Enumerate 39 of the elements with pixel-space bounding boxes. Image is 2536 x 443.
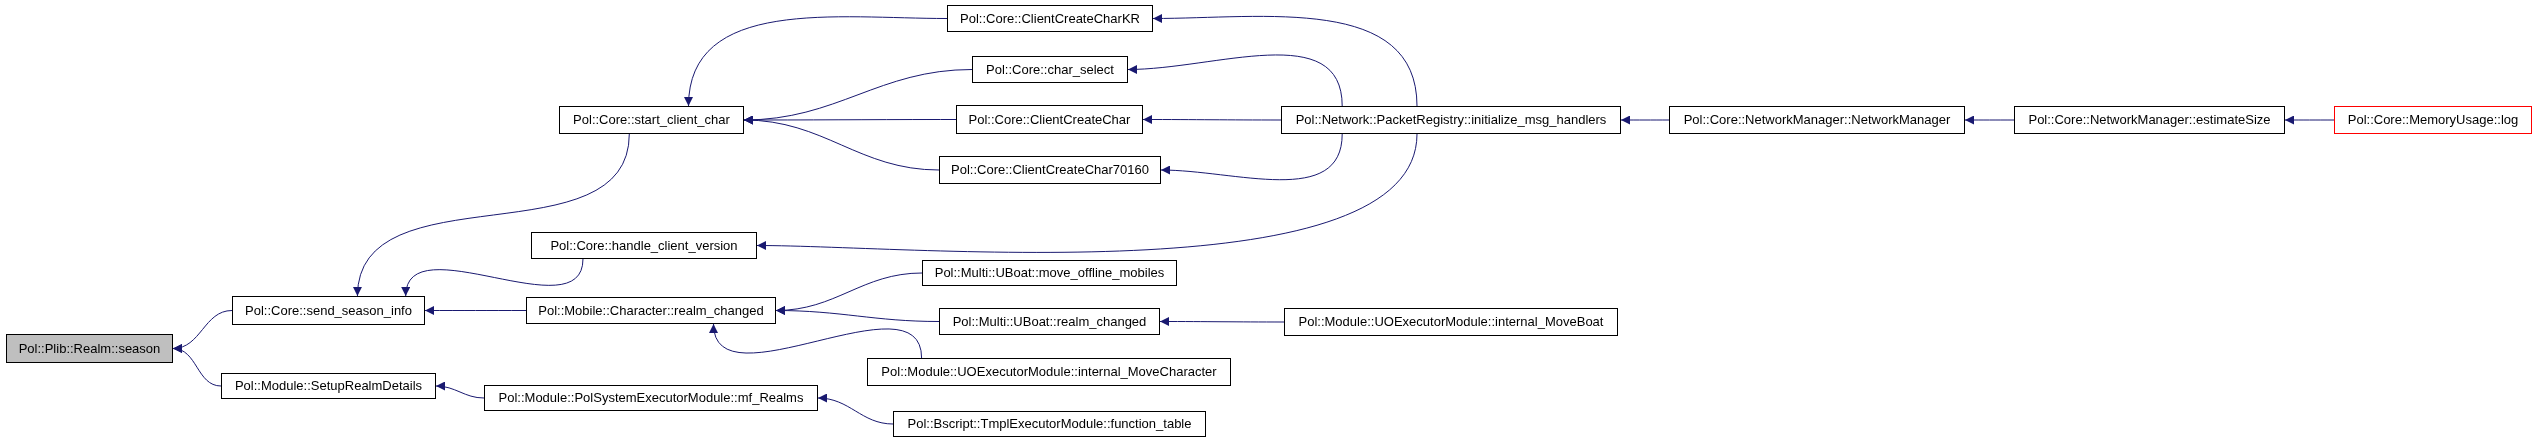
function-box: Pol::Module::PolSystemExecutorModule::mf_Realms <box>484 385 818 411</box>
function-box: Pol::Core::start_client_char <box>559 106 744 134</box>
connector-arrow <box>435 381 485 399</box>
connector-arrow <box>817 394 894 425</box>
connector-arrow <box>403 258 584 297</box>
function-box: Pol::Module::UOExecutorModule::internal_MoveCharacter <box>867 358 1231 386</box>
connector-arrow <box>1620 115 1670 125</box>
connector-arrow <box>1160 133 1343 181</box>
connector-arrow <box>775 306 940 322</box>
connector-arrow <box>1127 54 1343 107</box>
function-box: Pol::Plib::Realm::season <box>6 334 173 363</box>
connector-arrow <box>1142 115 1282 124</box>
function-box: Pol::Core::handle_client_version <box>531 232 757 259</box>
function-box: Pol::Core::send_season_info <box>232 296 425 325</box>
function-box: Pol::Core::NetworkManager::estimateSize <box>2014 106 2285 134</box>
connector-arrow <box>743 115 940 171</box>
function-box: Pol::Multi::UBoat::realm_changed <box>939 308 1160 335</box>
function-box: Pol::Core::ClientCreateCharKR <box>947 5 1153 32</box>
function-box: Pol::Core::MemoryUsage::log <box>2334 106 2532 134</box>
connector-arrow <box>172 345 222 387</box>
connector-arrow <box>1964 115 2015 125</box>
connector-arrow <box>354 133 630 297</box>
function-box: Pol::Core::ClientCreateChar70160 <box>939 156 1161 184</box>
connector-arrow <box>424 306 527 315</box>
connector-arrow <box>1152 13 1418 107</box>
function-box: Pol::Bscript::TmplExecutorModule::function_table <box>893 411 1206 437</box>
function-box: Pol::Module::SetupRealmDetails <box>221 373 436 399</box>
connector-arrow <box>685 16 948 107</box>
connector-arrow <box>711 323 923 359</box>
function-box: Pol::Core::NetworkManager::NetworkManager <box>1669 106 1965 134</box>
function-box: Pol::Core::char_select <box>972 56 1128 83</box>
function-box: Pol::Network::PacketRegistry::initialize_msg_handlers <box>1281 106 1621 134</box>
connector-arrow <box>2284 115 2335 125</box>
connector-arrow <box>1159 317 1285 326</box>
function-box: Pol::Multi::UBoat::move_offline_mobiles <box>922 260 1177 286</box>
connector-arrow <box>756 133 1418 253</box>
function-box: Pol::Mobile::Character::realm_changed <box>526 297 776 324</box>
function-box: Pol::Module::UOExecutorModule::internal_MoveBoat <box>1284 308 1618 336</box>
function-box: Pol::Core::ClientCreateChar <box>956 105 1143 134</box>
